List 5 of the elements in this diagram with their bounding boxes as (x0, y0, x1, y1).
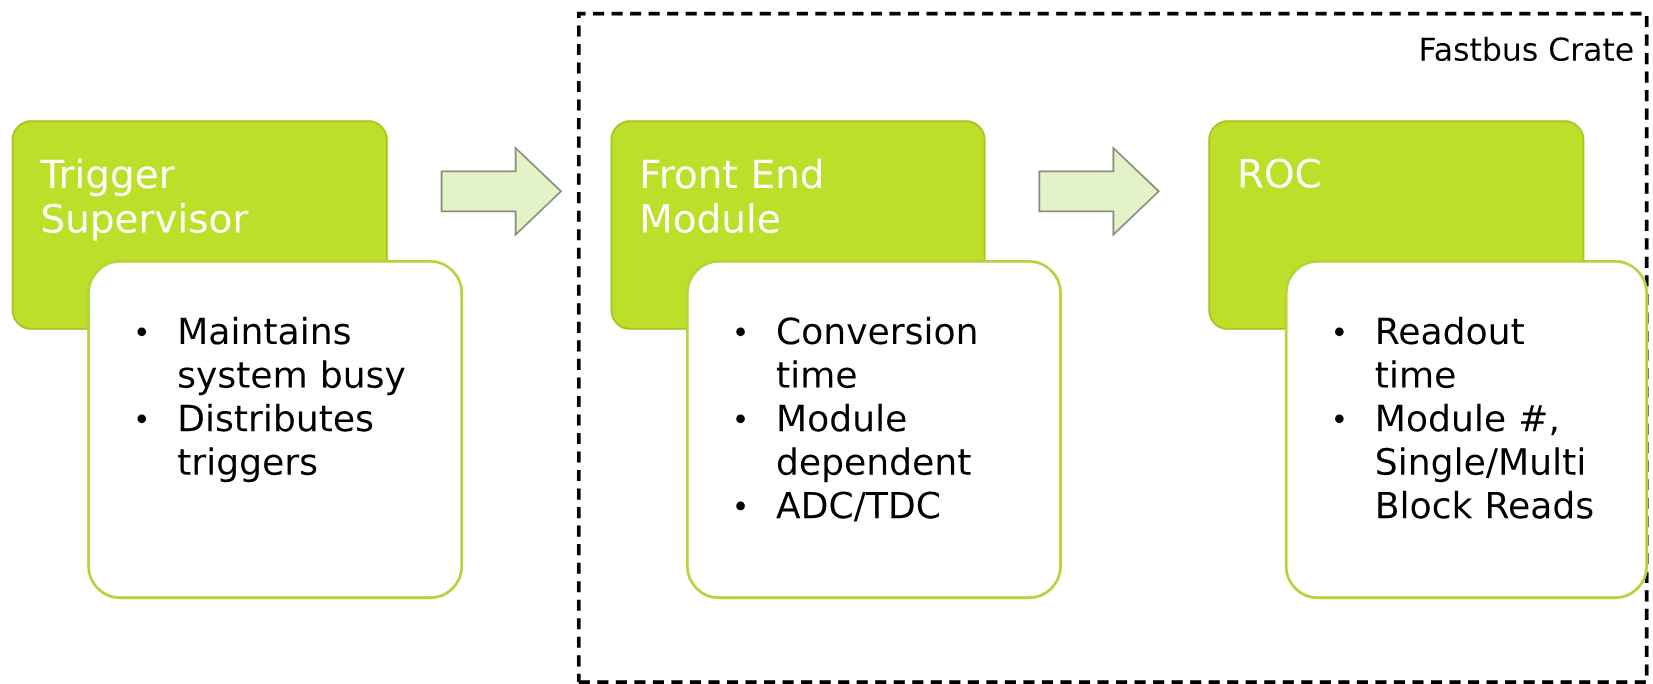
block-arrow (1038, 145, 1161, 237)
bullet-list-box: Readout time Module #, Single/Multi Block Reads (1284, 259, 1649, 600)
bullet-list-box: Conversion time Module dependent ADC/TDC (685, 259, 1062, 600)
block-arrow (440, 145, 563, 237)
bullet-list-box: Maintains system busy Distributes triggers (87, 259, 464, 600)
